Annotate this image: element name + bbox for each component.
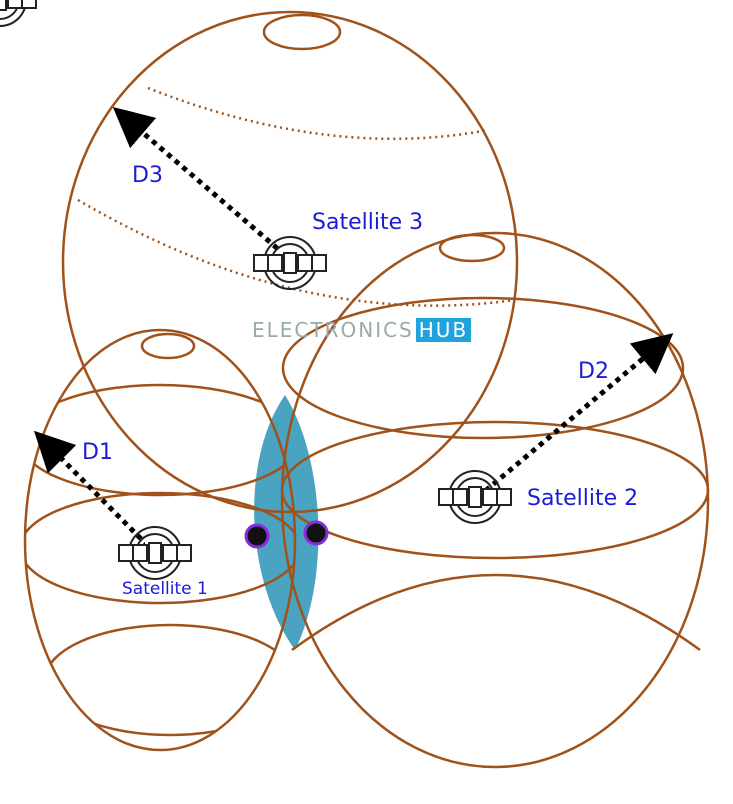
distance-arrow-d3	[112, 106, 287, 257]
intersection-point-1	[244, 523, 270, 549]
sphere-2	[280, 231, 710, 769]
satellite-icon	[0, 0, 37, 27]
satellite-3-label: Satellite 3	[312, 210, 424, 235]
d1-label: D1	[82, 440, 113, 465]
satellite-2-label: Satellite 2	[527, 486, 639, 511]
d3-label: D3	[132, 163, 163, 188]
position-points	[244, 520, 329, 549]
satellite-1-icon	[118, 526, 192, 580]
intersection-point-2	[303, 520, 329, 546]
satellite-2-icon	[438, 470, 512, 524]
d2-label: D2	[578, 359, 609, 384]
intersection-region	[254, 395, 319, 650]
sphere-3	[61, 10, 519, 514]
satellite-1-label: Satellite 1	[122, 579, 208, 599]
